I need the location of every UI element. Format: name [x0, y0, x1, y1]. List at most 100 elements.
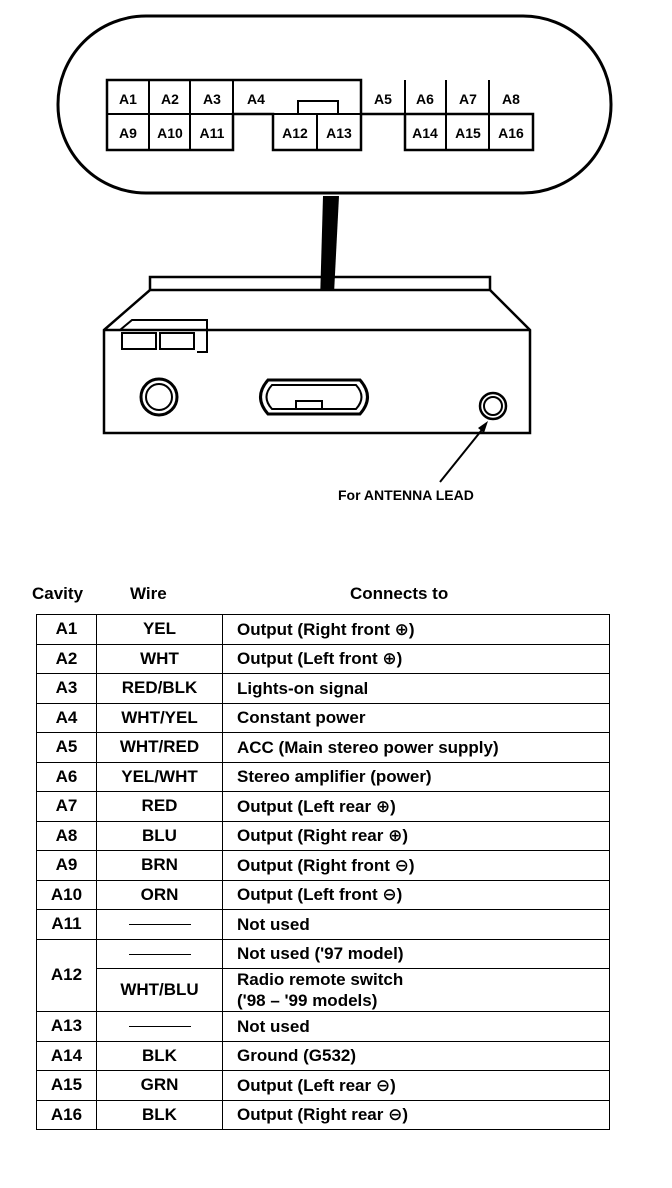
wire-cell: BLU [96, 820, 223, 851]
connects-cell: Lights-on signal [222, 673, 610, 704]
pin-label-a10: A10 [157, 125, 183, 141]
header-wire: Wire [130, 584, 167, 603]
table-row: A8 BLU Output (Right rear ⊕) [36, 820, 610, 851]
cavity-cell: A13 [36, 1011, 97, 1042]
pin-label-a3: A3 [203, 91, 221, 107]
header-cavity: Cavity [32, 584, 84, 603]
wire-cell [96, 938, 223, 969]
pin-label-a7: A7 [459, 91, 477, 107]
connector-callout-outline [56, 14, 613, 195]
connects-cell: Output (Left rear ⊖) [222, 1070, 610, 1101]
connects-cell: Output (Right rear ⊕) [222, 820, 610, 851]
no-wire-dash [128, 924, 191, 926]
table-row: A2 WHT Output (Left front ⊕) [36, 643, 610, 674]
pinout-table: A1 YEL Output (Right front ⊕) A2 WHT Out… [36, 614, 610, 1130]
connector-diagram: A1 A2 A3 A4 A5 A6 A7 A8 A9 A10 A11 A12 A… [56, 14, 613, 503]
pin-label-a1: A1 [119, 91, 137, 107]
pin-label-a11: A11 [200, 125, 225, 141]
connects-cell: Output (Left front ⊕) [222, 643, 610, 674]
connects-cell: Radio remote switch ('98 – '99 models) [222, 968, 610, 1012]
wire-cell: GRN [96, 1070, 223, 1101]
connects-cell: Output (Right front ⊖) [222, 850, 610, 881]
pin-label-a9: A9 [119, 125, 137, 141]
pin-label-a15: A15 [455, 125, 481, 141]
table-row: A11 Not used [36, 909, 610, 940]
pin-label-a13: A13 [326, 125, 352, 141]
wire-cell: WHT/BLU [96, 968, 223, 1012]
no-wire-dash [128, 953, 191, 955]
table-row: A12 Not used ('97 model) [36, 938, 610, 1012]
pin-label-a2: A2 [161, 91, 179, 107]
connects-cell: Output (Right rear ⊖) [222, 1099, 610, 1130]
pin-label-a14: A14 [412, 125, 438, 141]
connector-cell-grid [107, 80, 490, 150]
connects-cell: Output (Left rear ⊕) [222, 791, 610, 822]
connects-cell: Ground (G532) [222, 1040, 610, 1071]
no-wire-dash [128, 1026, 191, 1028]
wire-cell: YEL/WHT [96, 761, 223, 792]
pin-label-a8: A8 [502, 91, 520, 107]
header-connects-to: Connects to [350, 584, 449, 603]
cavity-cell: A3 [36, 673, 97, 704]
radio-harness-socket [259, 378, 369, 416]
wire-cell: RED/BLK [96, 673, 223, 704]
table-row: A14 BLK Ground (G532) [36, 1040, 610, 1071]
cavity-cell: A7 [36, 791, 97, 822]
antenna-arrowhead [478, 421, 488, 433]
cavity-cell: A11 [36, 909, 97, 940]
radio-unit [102, 275, 532, 435]
connects-cell: ACC (Main stereo power supply) [222, 732, 610, 763]
cavity-cell: A6 [36, 761, 97, 792]
cavity-cell: A12 [36, 938, 97, 1012]
table-row: A3 RED/BLK Lights-on signal [36, 673, 610, 704]
antenna-lead-label: For ANTENNA LEAD [338, 487, 474, 503]
table-row: A16 BLK Output (Right rear ⊖) [36, 1099, 610, 1130]
cavity-cell: A9 [36, 850, 97, 881]
connects-cell: Output (Right front ⊕) [222, 614, 610, 645]
cavity-cell: A4 [36, 702, 97, 733]
wire-cell: WHT [96, 643, 223, 674]
table-row: A7 RED Output (Left rear ⊕) [36, 791, 610, 822]
pin-label-a6: A6 [416, 91, 434, 107]
cavity-cell: A10 [36, 879, 97, 910]
connects-cell: Not used ('97 model) [222, 938, 610, 969]
connector-latch [297, 100, 339, 115]
pin-label-a16: A16 [498, 125, 524, 141]
pin-label-a4: A4 [247, 91, 265, 107]
wire-cell: RED [96, 791, 223, 822]
wire-cell: WHT/RED [96, 732, 223, 763]
connects-line: ('98 – '99 models) [237, 991, 378, 1010]
wire-cell [96, 1011, 223, 1042]
wire-cell [96, 909, 223, 940]
pin-label-a12: A12 [282, 125, 308, 141]
radio-round-port-left [139, 377, 179, 417]
table-row: A1 YEL Output (Right front ⊕) [36, 614, 610, 645]
cavity-cell: A8 [36, 820, 97, 851]
table-row: WHT/BLU Radio remote switch ('98 – '99 mo… [37, 968, 610, 1012]
wire-cell: YEL [96, 614, 223, 645]
wire-cell: BLK [96, 1040, 223, 1071]
wire-cell: ORN [96, 879, 223, 910]
connects-cell: Not used [222, 909, 610, 940]
cavity-cell: A2 [36, 643, 97, 674]
cavity-cell: A5 [36, 732, 97, 763]
connects-line: Radio remote switch [237, 970, 404, 989]
connects-cell: Constant power [222, 702, 610, 733]
antenna-leader-line [439, 425, 486, 483]
connects-cell: Not used [222, 1011, 610, 1042]
cavity-cell: A14 [36, 1040, 97, 1071]
cavity-cell: A16 [36, 1099, 97, 1130]
cavity-cell: A15 [36, 1070, 97, 1101]
table-row: A13 Not used [36, 1011, 610, 1042]
connector-pin-labels: A1 A2 A3 A4 A5 A6 A7 A8 A9 A10 A11 A12 A… [119, 91, 524, 141]
cavity-cell: A1 [36, 614, 97, 645]
table-row: A10 ORN Output (Left front ⊖) [36, 879, 610, 910]
table-row: A5 WHT/RED ACC (Main stereo power supply… [36, 732, 610, 763]
connects-cell: Stereo amplifier (power) [222, 761, 610, 792]
wire-cell: BLK [96, 1099, 223, 1130]
wire-cell: WHT/YEL [96, 702, 223, 733]
wire-cell: BRN [96, 850, 223, 881]
antenna-socket [478, 391, 508, 421]
pin-label-a5: A5 [374, 91, 392, 107]
connects-cell: Output (Left front ⊖) [222, 879, 610, 910]
